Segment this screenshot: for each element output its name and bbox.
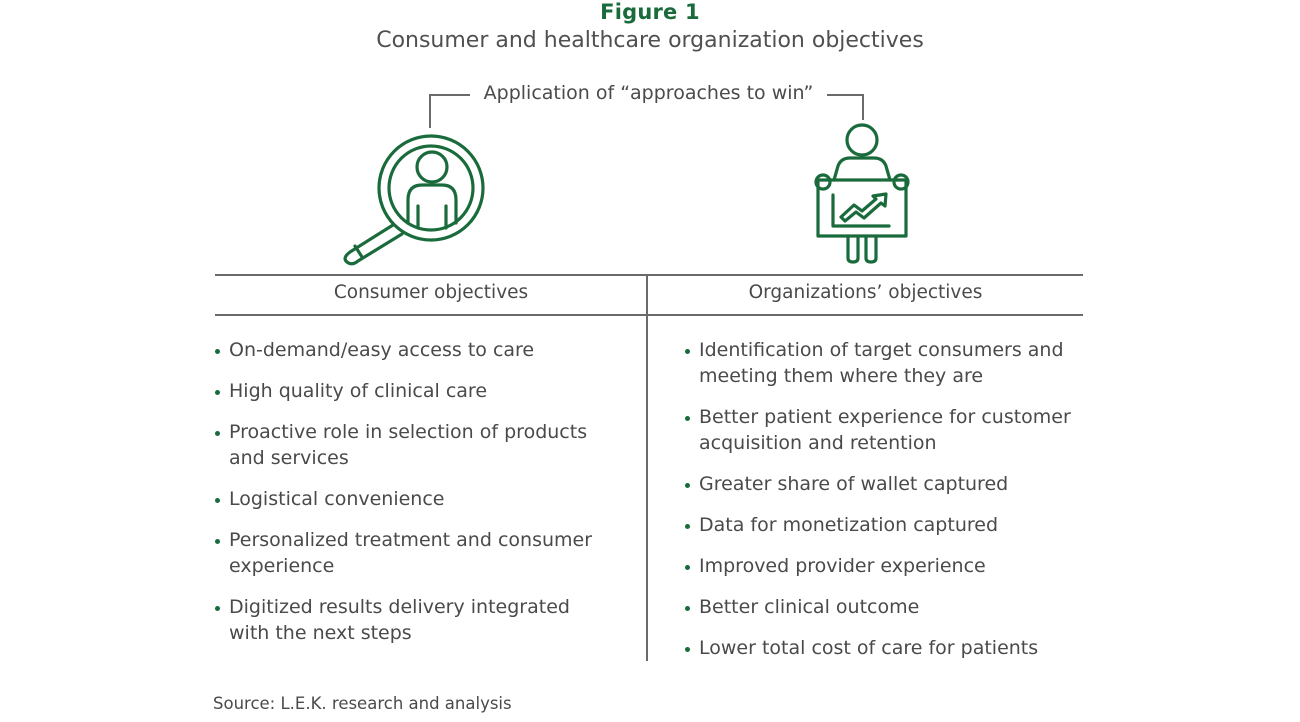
organization-objectives-list: Identification of target consumers and m… — [685, 337, 1095, 661]
list-item: Greater share of wallet captured — [685, 471, 1095, 497]
table-header-rule — [215, 314, 1083, 316]
list-item: Better patient experience for customer a… — [685, 404, 1099, 456]
bullet-icon — [215, 539, 220, 544]
bracket-right-drop — [862, 94, 864, 120]
bracket-label: Application of “approaches to win” — [470, 82, 827, 104]
list-item: Data for monetization captured — [685, 512, 1095, 538]
bullet-icon — [215, 498, 220, 503]
list-item: Proactive role in selection of products … — [215, 419, 614, 471]
list-item: High quality of clinical care — [215, 378, 625, 404]
list-item: Logistical convenience — [215, 486, 625, 512]
bullet-icon — [685, 606, 690, 611]
consumer-objectives-list: On-demand/easy access to care High quali… — [215, 337, 625, 646]
bullet-icon — [215, 606, 220, 611]
bullet-icon — [685, 483, 690, 488]
person-holding-chart-icon — [810, 122, 914, 267]
bracket-top-right — [824, 94, 864, 96]
source-note: Source: L.E.K. research and analysis — [213, 694, 512, 713]
list-item: On-demand/easy access to care — [215, 337, 625, 363]
figure-title: Consumer and healthcare organization obj… — [376, 28, 924, 53]
bullet-icon — [685, 416, 690, 421]
list-item: Personalized treatment and consumer expe… — [215, 527, 624, 579]
bullet-icon — [685, 524, 690, 529]
list-item: Lower total cost of care for patients — [685, 635, 1095, 661]
consumer-column-header: Consumer objectives — [333, 282, 529, 303]
figure-label: Figure 1 — [600, 0, 700, 24]
table-top-rule — [215, 274, 1083, 276]
bullet-icon — [215, 431, 220, 436]
bullet-icon — [685, 349, 690, 354]
list-item: Better clinical outcome — [685, 594, 1095, 620]
bracket-top-left — [429, 94, 474, 96]
organization-column-header: Organizations’ objectives — [748, 282, 983, 303]
bullet-icon — [215, 390, 220, 395]
bracket-left-drop — [429, 94, 431, 128]
bullet-icon — [685, 565, 690, 570]
bullet-icon — [685, 647, 690, 652]
bullet-icon — [215, 349, 220, 354]
list-item: Digitized results delivery integrated wi… — [215, 594, 599, 646]
list-item: Identification of target consumers and m… — [685, 337, 1094, 389]
magnifier-person-icon — [338, 130, 488, 266]
list-item: Improved provider experience — [685, 553, 1095, 579]
column-divider — [646, 274, 648, 661]
